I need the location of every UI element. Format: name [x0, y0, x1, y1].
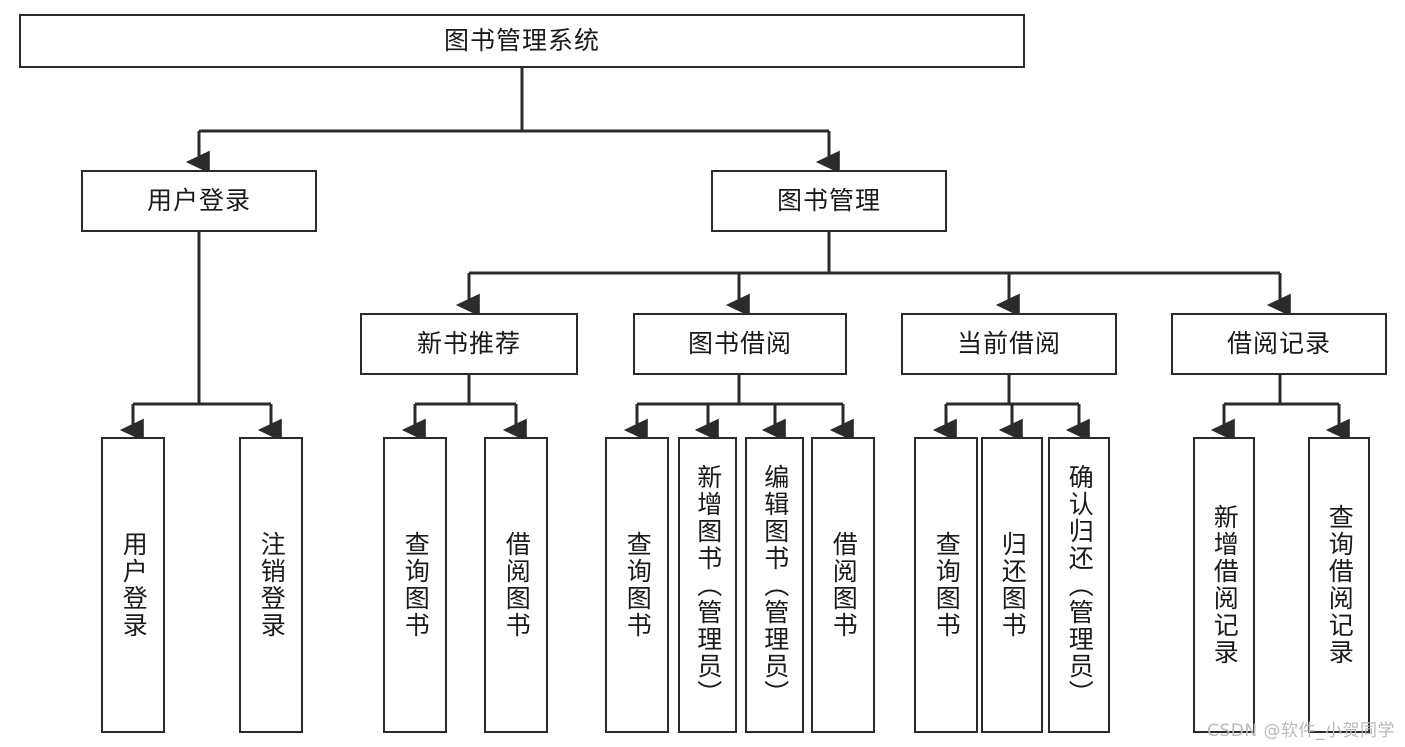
node-borrow-record[interactable]: 借阅记录 — [1171, 313, 1387, 375]
node-leaf-user-login[interactable]: 用户登录 — [101, 437, 165, 733]
node-leaf-borrow-book-1[interactable]: 借阅图书 — [484, 437, 548, 733]
node-leaf-query-book-2-label: 查询图书 — [623, 531, 653, 639]
node-book-manage[interactable]: 图书管理 — [711, 170, 947, 232]
node-current-borrow-label: 当前借阅 — [956, 329, 1061, 359]
node-leaf-borrow-book-2[interactable]: 借阅图书 — [811, 437, 875, 733]
node-leaf-edit-book[interactable]: 编辑图书（管理员） — [745, 437, 804, 733]
node-current-borrow[interactable]: 当前借阅 — [901, 313, 1117, 375]
node-leaf-return-book[interactable]: 归还图书 — [981, 437, 1043, 733]
node-book-borrow-label: 图书借阅 — [687, 329, 792, 359]
node-leaf-query-book-2[interactable]: 查询图书 — [605, 437, 669, 733]
node-leaf-user-login-label: 用户登录 — [119, 531, 149, 639]
node-borrow-record-label: 借阅记录 — [1226, 329, 1331, 359]
node-book-borrow[interactable]: 图书借阅 — [633, 313, 847, 375]
node-root-system[interactable]: 图书管理系统 — [19, 14, 1025, 68]
node-leaf-logout-label: 注销登录 — [257, 531, 287, 639]
node-leaf-add-record-label: 新增借阅记录 — [1210, 504, 1240, 666]
watermark-text: CSDN @软件_小贺同学 — [1207, 721, 1395, 741]
node-leaf-query-book-3-label: 查询图书 — [932, 531, 962, 639]
node-user-login-label: 用户登录 — [146, 186, 251, 216]
node-leaf-confirm-return[interactable]: 确认归还（管理员） — [1048, 437, 1110, 733]
node-leaf-query-record-label: 查询借阅记录 — [1325, 504, 1355, 666]
node-root-system-label: 图书管理系统 — [443, 26, 600, 56]
node-leaf-borrow-book-1-label: 借阅图书 — [502, 531, 532, 639]
node-leaf-logout[interactable]: 注销登录 — [239, 437, 303, 733]
node-book-manage-label: 图书管理 — [776, 186, 881, 216]
node-leaf-query-book-3[interactable]: 查询图书 — [914, 437, 978, 733]
node-leaf-add-book-label: 新增图书（管理员） — [693, 463, 723, 707]
node-leaf-borrow-book-2-label: 借阅图书 — [829, 531, 859, 639]
node-new-book-recommend[interactable]: 新书推荐 — [360, 313, 578, 375]
node-leaf-add-book[interactable]: 新增图书（管理员） — [678, 437, 737, 733]
node-leaf-return-book-label: 归还图书 — [998, 531, 1028, 639]
node-leaf-add-record[interactable]: 新增借阅记录 — [1193, 437, 1255, 733]
node-leaf-confirm-return-label: 确认归还（管理员） — [1065, 463, 1095, 707]
node-user-login[interactable]: 用户登录 — [81, 170, 317, 232]
node-new-book-recommend-label: 新书推荐 — [416, 329, 521, 359]
node-leaf-query-book-1[interactable]: 查询图书 — [383, 437, 447, 733]
node-leaf-query-book-1-label: 查询图书 — [401, 531, 431, 639]
node-leaf-edit-book-label: 编辑图书（管理员） — [760, 463, 790, 707]
node-leaf-query-record[interactable]: 查询借阅记录 — [1308, 437, 1370, 733]
